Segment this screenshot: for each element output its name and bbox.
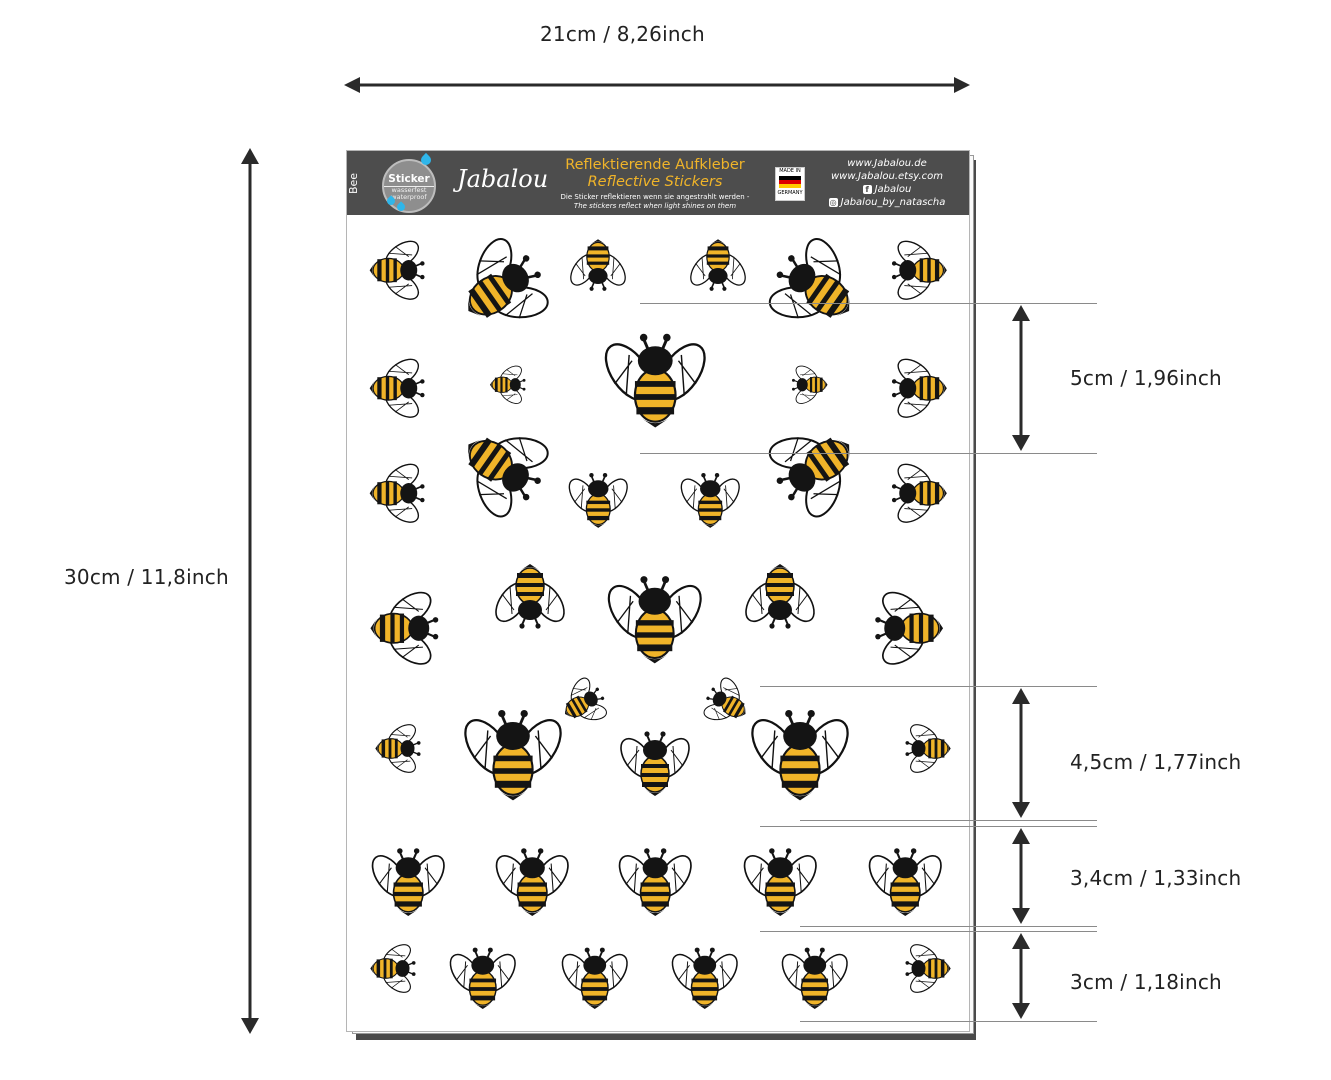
size-label: 3,4cm / 1,33inch bbox=[1070, 866, 1242, 890]
made-in-label: MADE IN bbox=[779, 168, 801, 174]
bee-sticker-icon bbox=[485, 831, 580, 926]
facebook-handle-text: Jabalou bbox=[874, 184, 912, 195]
bee-sticker-icon bbox=[894, 937, 957, 1000]
height-double-arrow-icon bbox=[241, 148, 259, 1034]
size-label: 4,5cm / 1,77inch bbox=[1070, 750, 1242, 774]
measure-guide-line bbox=[760, 826, 1097, 827]
bee-sticker-icon bbox=[682, 232, 754, 304]
germany-label: GERMANY bbox=[777, 190, 803, 196]
bee-sticker-icon bbox=[790, 361, 830, 409]
badge-title: Sticker bbox=[388, 173, 430, 185]
bee-sticker-icon bbox=[362, 232, 439, 309]
measure-guide-line bbox=[760, 686, 1097, 687]
bee-sticker-icon bbox=[594, 554, 716, 676]
bee-sticker-icon bbox=[894, 717, 957, 780]
website-link[interactable]: www.Jabalou.de bbox=[847, 158, 927, 169]
title-german: Reflektierende Aufkleber bbox=[565, 157, 745, 173]
badge-line-1: wasserfest bbox=[391, 186, 427, 194]
size-label: 3cm / 1,18inch bbox=[1070, 970, 1222, 994]
bee-sticker-icon bbox=[610, 715, 700, 805]
bee-sticker-icon bbox=[878, 455, 955, 532]
german-flag-icon bbox=[779, 176, 801, 188]
bee-sticker-icon bbox=[440, 932, 526, 1018]
bee-sticker-icon bbox=[756, 414, 869, 527]
bee-sticker-icon bbox=[361, 581, 456, 676]
bee-sticker-icon bbox=[362, 455, 439, 532]
bee-sticker-icon bbox=[756, 229, 869, 342]
bee-sticker-icon bbox=[552, 932, 638, 1018]
size-double-arrow-icon bbox=[1012, 828, 1030, 924]
instagram-handle-text: Jabalou_by_natascha bbox=[840, 197, 946, 208]
made-in-germany-badge: MADE IN GERMANY bbox=[775, 167, 805, 201]
bee-sticker-icon bbox=[878, 232, 955, 309]
measure-guide-line bbox=[640, 303, 1097, 304]
bee-sticker-icon bbox=[449, 414, 562, 527]
bee-sticker-icon bbox=[562, 232, 634, 304]
measure-guide-line bbox=[800, 1021, 1097, 1022]
bee-sticker-icon bbox=[735, 555, 825, 645]
bee-sticker-icon bbox=[672, 459, 749, 536]
measure-guide-line bbox=[800, 820, 1097, 821]
title-english: Reflective Stickers bbox=[587, 174, 723, 190]
bee-sticker-icon bbox=[878, 350, 955, 427]
bee-sticker-icon bbox=[450, 687, 576, 813]
size-label: 5cm / 1,96inch bbox=[1070, 366, 1222, 390]
bee-sticker-icon bbox=[858, 581, 953, 676]
product-name-label: Bee bbox=[347, 172, 361, 195]
bee-sticker-icon bbox=[560, 459, 637, 536]
size-double-arrow-icon bbox=[1012, 933, 1030, 1019]
instagram-icon: ◎ bbox=[828, 197, 838, 207]
bee-sticker-icon bbox=[662, 932, 748, 1018]
bee-sticker-icon bbox=[449, 229, 562, 342]
measure-guide-line bbox=[800, 926, 1097, 927]
width-dimension-label: 21cm / 8,26inch bbox=[540, 22, 705, 46]
facebook-icon: f bbox=[862, 184, 872, 194]
size-double-arrow-icon bbox=[1012, 305, 1030, 451]
bee-sticker-icon bbox=[772, 932, 858, 1018]
height-dimension-label: 30cm / 11,8inch bbox=[64, 565, 229, 589]
bee-sticker-icon bbox=[485, 555, 575, 645]
bee-sticker-icon bbox=[361, 831, 456, 926]
badge-line-2: waterproof bbox=[391, 193, 427, 201]
instagram-handle[interactable]: ◎Jabalou_by_natascha bbox=[812, 196, 962, 209]
subtitle-english: The stickers reflect when light shines o… bbox=[573, 202, 737, 210]
bee-sticker-icon bbox=[369, 717, 432, 780]
bee-sticker-icon bbox=[858, 831, 953, 926]
bee-sticker-icon bbox=[488, 361, 528, 409]
bee-sticker-icon bbox=[737, 687, 863, 813]
bee-sticker-icon bbox=[590, 310, 721, 441]
measure-guide-line bbox=[760, 931, 1097, 932]
width-double-arrow-icon bbox=[344, 77, 970, 93]
subtitle-german: Die Sticker reflektieren wenn sie angest… bbox=[560, 193, 750, 201]
bee-sticker-icon bbox=[608, 831, 703, 926]
brand-logo: Jabalou bbox=[457, 165, 549, 193]
bee-sticker-icon bbox=[733, 831, 828, 926]
bee-sticker-icon bbox=[364, 937, 427, 1000]
etsy-link[interactable]: www.Jabalou.etsy.com bbox=[830, 171, 943, 182]
measure-guide-line bbox=[640, 453, 1097, 454]
bee-sticker-icon bbox=[362, 350, 439, 427]
size-double-arrow-icon bbox=[1012, 688, 1030, 818]
